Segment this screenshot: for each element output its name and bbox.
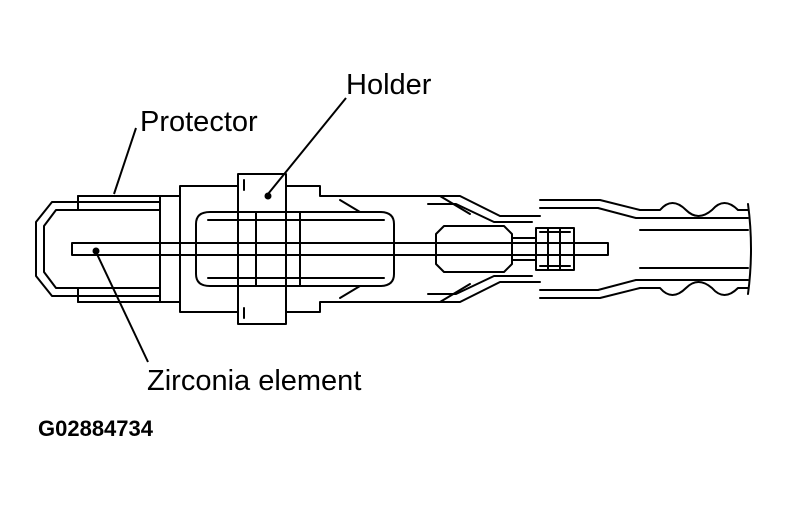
terminal-block bbox=[435, 225, 575, 273]
leader-lines bbox=[95, 97, 347, 363]
zirconia-rod bbox=[71, 242, 609, 256]
leader-dots bbox=[92, 192, 272, 255]
zirconia-element-label: Zirconia element bbox=[147, 365, 362, 397]
element-support bbox=[195, 199, 395, 299]
cable-boot bbox=[539, 199, 752, 299]
holder-label: Holder bbox=[346, 69, 432, 101]
figure-id: G02884734 bbox=[38, 416, 153, 441]
rear-housing bbox=[419, 195, 541, 303]
protector-label: Protector bbox=[140, 106, 258, 138]
holder-body bbox=[159, 173, 421, 325]
protector-cap bbox=[35, 195, 161, 303]
